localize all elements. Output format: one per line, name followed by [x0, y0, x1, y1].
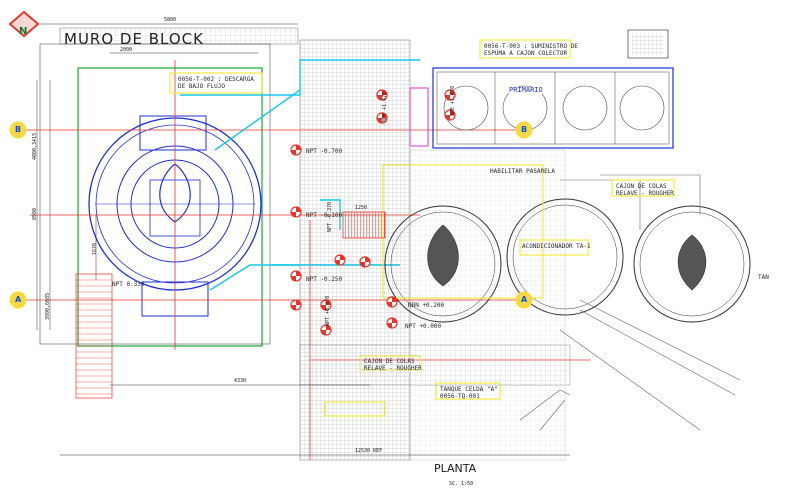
elevation-marker — [444, 89, 456, 101]
elevation-marker — [444, 109, 456, 121]
elevation-marker — [359, 256, 371, 268]
dim-left-upper: 4000,3415 — [32, 132, 38, 160]
drawing-scale: SC. 1:50 — [449, 481, 474, 487]
grating-area — [299, 39, 411, 461]
drawing-title: PLANTA — [434, 462, 477, 475]
callout-primario: PRIMARIO — [509, 86, 543, 94]
callout-discharge: 0056-T-002 : DESCARGA DE BAJO FLUJO — [178, 76, 254, 90]
dim-left-mid: 8500 — [32, 207, 38, 220]
elevation-marker — [386, 296, 398, 308]
elevation-marker — [334, 254, 346, 266]
elevation-marker — [386, 317, 398, 329]
elev-npt-vert-a: NPE +1.670 — [382, 91, 388, 122]
elevation-marker — [290, 299, 302, 311]
grid-label-b-left: B — [15, 125, 22, 134]
elevation-marker — [290, 144, 302, 156]
elev-npt-vert-d: NPE +1.070 — [450, 85, 456, 116]
elev-npt-zero: NPT +0.000 — [405, 323, 442, 330]
callout-cajon-bottom: CAJON DE COLAS RELAVE - ROUGHER — [364, 358, 422, 372]
grid-label-a-left: A — [15, 295, 22, 304]
platform-outline — [77, 67, 263, 347]
grid-markers — [9, 121, 533, 309]
elev-npt-pipe: NPT 0.330 — [112, 281, 145, 288]
elevation-marker — [376, 89, 388, 101]
callout-supply: 0056-T-003 : SUMINISTRO DE ESPUMA A CAJO… — [484, 43, 578, 57]
red-grating — [342, 211, 386, 239]
north-marker: N — [19, 26, 28, 37]
callout-acondicionador: ACONDICIONADOR TA-1 — [522, 243, 591, 250]
grid-label-b-right: B — [521, 125, 528, 134]
elevation-marker — [290, 206, 302, 218]
staircase — [75, 273, 113, 399]
wall-label: MURO DE BLOCK — [64, 30, 204, 48]
callout-habilitar: HABILITAR PASARELA — [490, 168, 556, 175]
north-arrow — [8, 10, 40, 38]
elev-npt-vert-c: NPT +0.970 — [325, 295, 331, 326]
elev-npt-lower: NPT -0.250 — [306, 276, 343, 283]
upper-tower — [627, 29, 669, 59]
grid-label-a-right: A — [521, 295, 528, 304]
dim-grating: 1250 — [355, 205, 368, 211]
dim-top-overall: 5800 — [164, 17, 177, 23]
callout-cajon-right: CAJON DE COLAS RELAVE - ROUGHER — [616, 183, 674, 197]
callout-tanque: TANQUE CELDA "A" 0056-TQ-001 — [440, 386, 498, 400]
elev-npt-vert-b: NPT -0.270 — [327, 201, 333, 232]
primario-cells — [432, 67, 674, 149]
elevation-marker — [376, 112, 388, 124]
elev-nbn: NBN +0.200 — [408, 302, 445, 309]
elevation-marker — [290, 270, 302, 282]
elevation-marker — [320, 299, 332, 311]
dim-left-lower: 3990,6085 — [45, 292, 51, 320]
dim-top-inner: 2000 — [120, 47, 133, 53]
dim-bottom-ref: 12530 REF — [355, 448, 383, 454]
dim-tank-offset: 1670 — [92, 242, 98, 255]
callout-tan-right: TAN — [758, 274, 769, 281]
cyan-pipes — [180, 59, 420, 291]
elev-npt-mid: NPT -0.100 — [306, 212, 343, 219]
elevation-marker — [320, 324, 332, 336]
elev-npt-left: NPT -0.700 — [306, 148, 343, 155]
tank-ta1 — [384, 198, 751, 323]
magenta-frame — [409, 87, 429, 147]
dim-bottom-inner: 4330 — [234, 378, 247, 384]
